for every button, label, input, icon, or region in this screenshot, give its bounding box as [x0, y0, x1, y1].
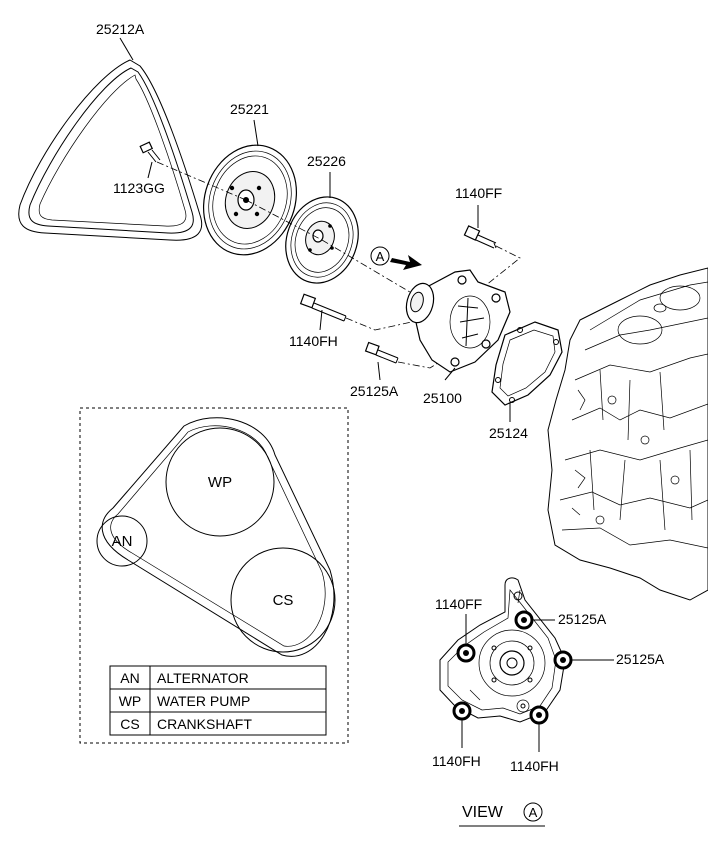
svg-text:A: A	[376, 249, 385, 264]
bolt-1140ff	[463, 225, 497, 249]
view-a-title-marker: A	[529, 805, 538, 820]
label-water-pump: 25100	[423, 390, 462, 406]
view-a-bolt-ff	[456, 643, 476, 663]
axis-bolt-125a	[397, 351, 456, 369]
leader-bolt-1123gg	[147, 161, 153, 179]
label-view-fh-right: 1140FH	[510, 758, 559, 774]
belt-routing	[101, 417, 335, 657]
idler-pulley	[202, 144, 298, 256]
leader-belt	[119, 37, 134, 61]
label-gasket: 25124	[489, 425, 528, 441]
legend-table: AN ALTERNATOR WP WATER PUMP CS CRANKSHAF…	[109, 665, 327, 736]
legend-abbr: AN	[120, 670, 139, 686]
circle-cs	[230, 547, 336, 653]
label-view-fh-left: 1140FH	[432, 753, 481, 769]
view-a-bolt-fh-right	[529, 705, 549, 725]
axis-idler	[156, 161, 247, 201]
circle-an	[96, 515, 148, 567]
legend-name: CRANKSHAFT	[157, 716, 252, 732]
leader-bolt-25125a	[377, 361, 381, 381]
bolt-1140fh	[299, 293, 347, 322]
belt-layout-box	[79, 407, 349, 744]
circle-wp	[165, 427, 275, 537]
leader-idler-pulley	[253, 119, 259, 147]
axis-idler-to-pulley	[245, 199, 323, 241]
bolt-1123gg	[139, 141, 161, 163]
legend-abbr: CS	[120, 716, 139, 732]
axis-bolt-fh	[345, 317, 431, 331]
gasket	[491, 321, 563, 406]
legend-name: ALTERNATOR	[157, 670, 249, 686]
view-a-arrow	[390, 255, 422, 270]
view-a-pump	[439, 577, 566, 723]
label-view-a-right: 25125A	[616, 651, 665, 667]
view-a-title: VIEW	[462, 804, 504, 821]
label-circle-cs: CS	[273, 592, 294, 609]
bolt-25125a	[364, 341, 399, 364]
label-view-ff: 1140FF	[435, 596, 482, 612]
view-a-title-circle	[523, 802, 543, 822]
label-view-a-top: 25125A	[558, 611, 607, 627]
view-a-marker: A	[370, 246, 390, 266]
label-bolt-1140ff: 1140FF	[455, 185, 502, 201]
view-a-bolt-a-top	[514, 610, 534, 630]
label-bolt-25125a: 25125A	[350, 383, 399, 399]
label-belt: 25212A	[96, 21, 145, 37]
leader-water-pump	[444, 367, 456, 381]
view-a-bolt-a-right	[553, 650, 573, 670]
label-circle-wp: WP	[208, 474, 232, 491]
water-pump	[405, 269, 511, 373]
leader-bolt-1140fh	[319, 309, 323, 331]
legend-abbr: WP	[119, 693, 142, 709]
view-a-bolt-fh-left	[452, 701, 472, 721]
label-circle-an: AN	[112, 533, 133, 550]
label-bolt-1140fh: 1140FH	[289, 333, 338, 349]
axis-pulley-to-pump	[321, 239, 421, 299]
legend-name: WATER PUMP	[157, 693, 250, 709]
label-bolt-1123gg: 1123GG	[113, 180, 165, 196]
label-pump-pulley: 25226	[307, 153, 346, 169]
engine-block	[547, 267, 708, 601]
label-idler-pulley: 25221	[230, 101, 269, 117]
drive-belt	[18, 59, 203, 241]
